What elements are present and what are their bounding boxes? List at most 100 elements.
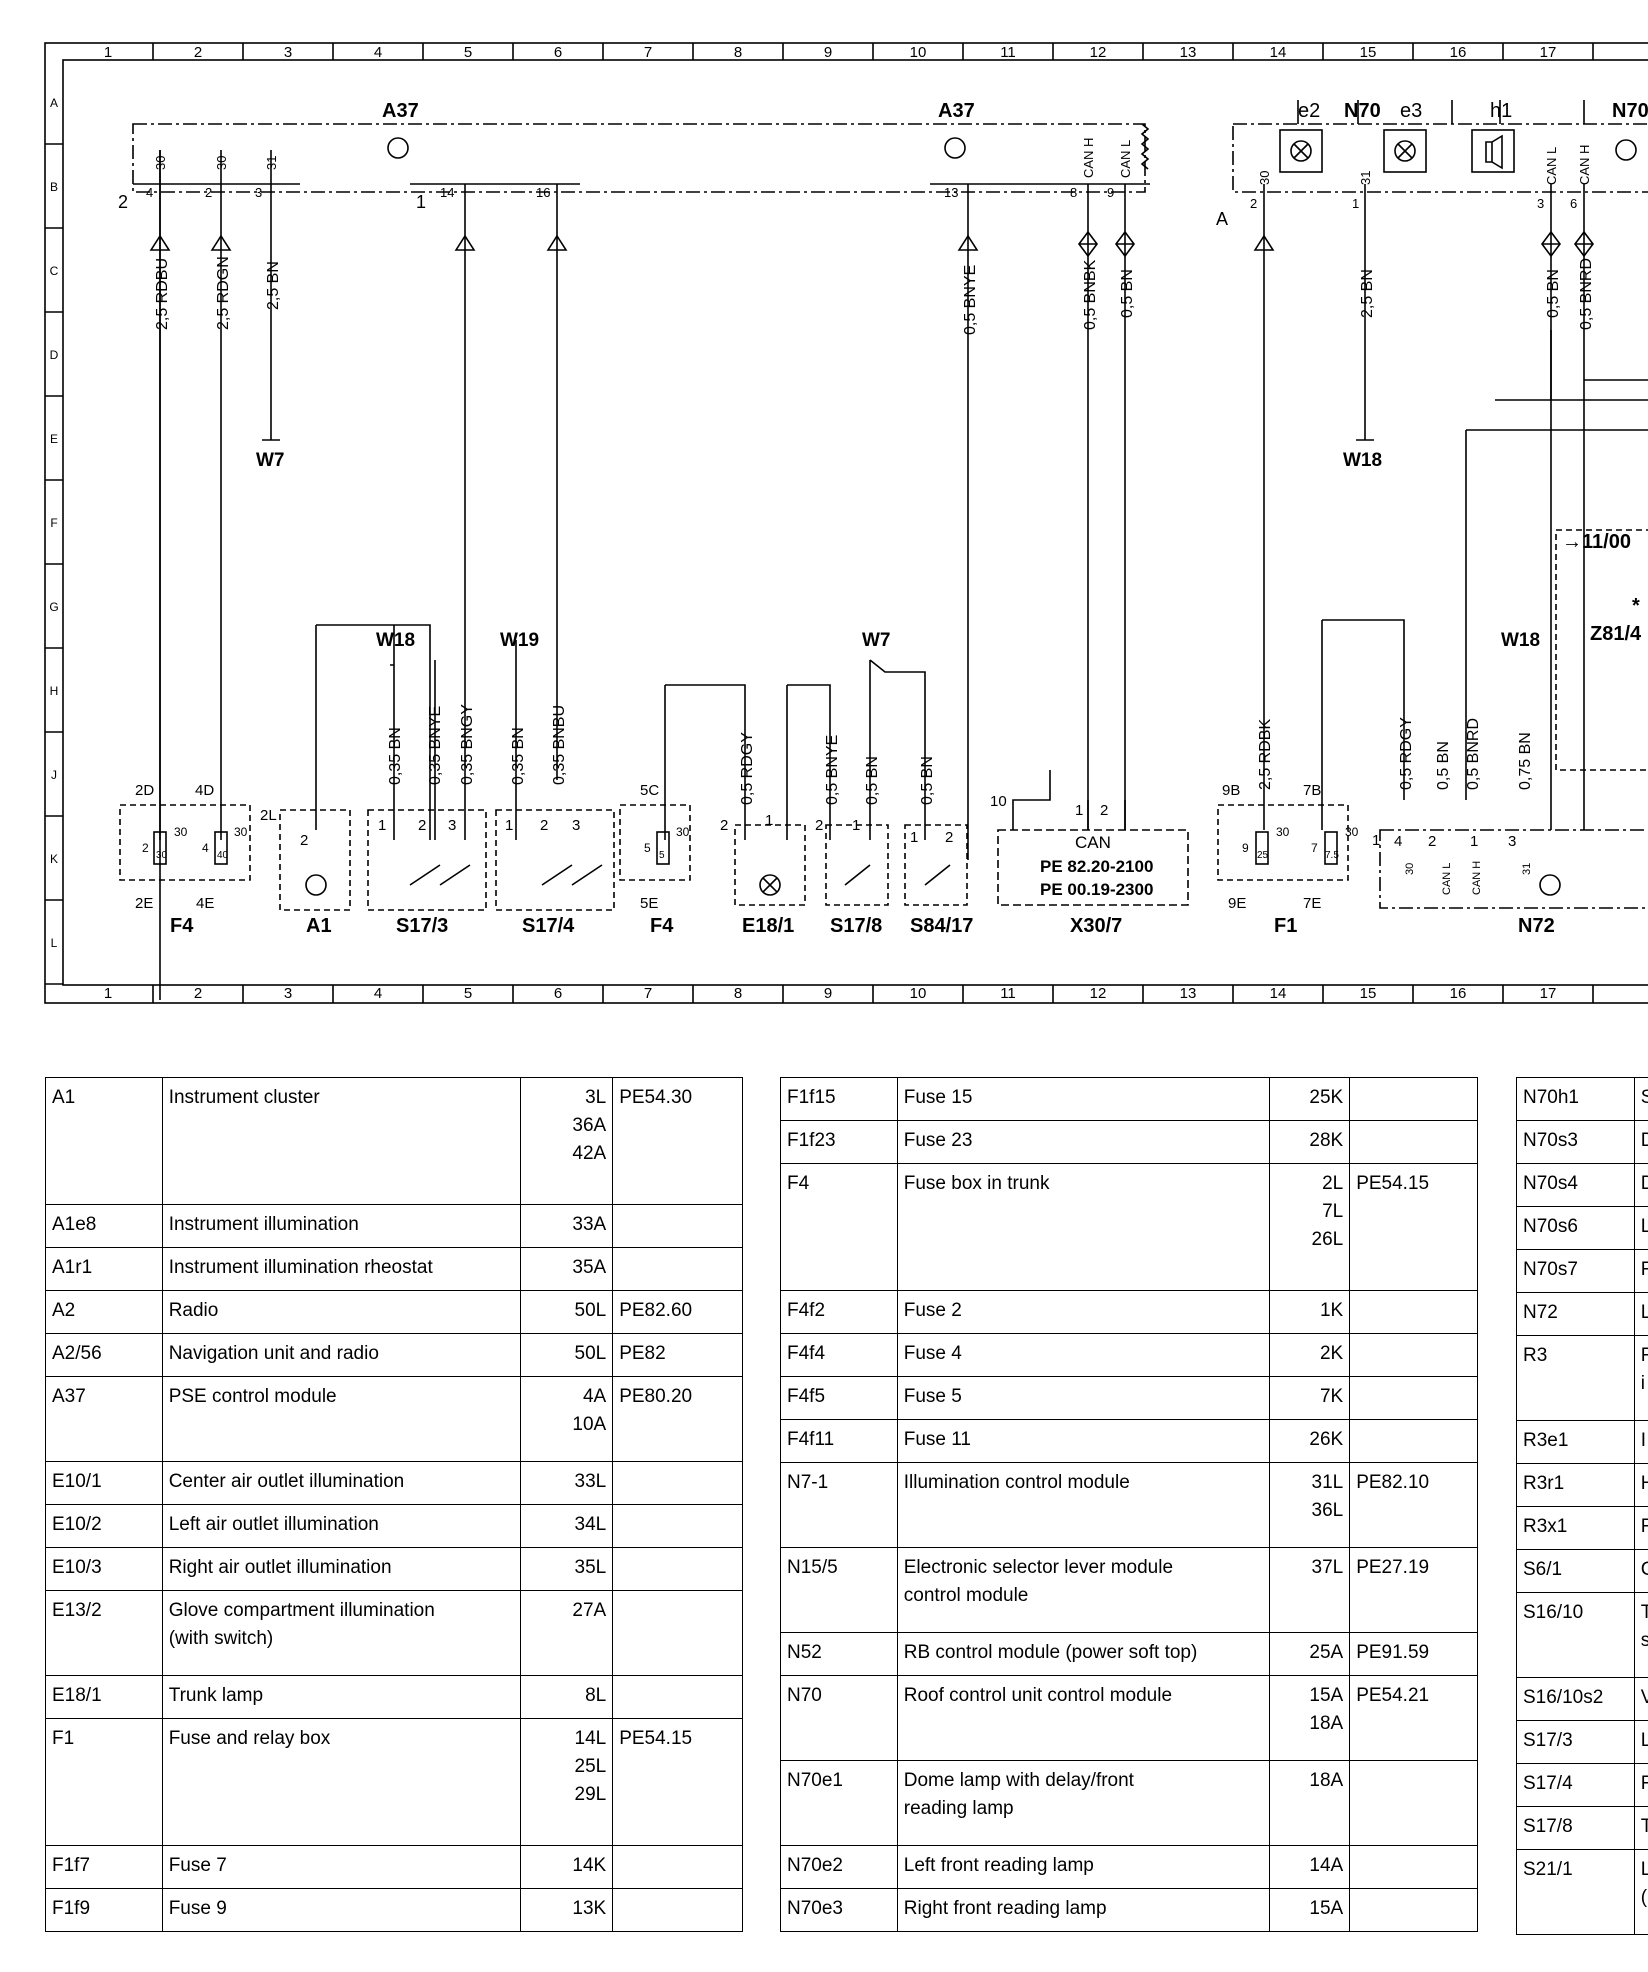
cpin: 2E [135, 895, 153, 912]
legend-desc: L [1640, 1730, 1648, 1751]
legend-cell [1349, 1760, 1478, 1846]
legend-cell: E10/3 [45, 1547, 163, 1591]
legend-id: N70e1 [787, 1770, 843, 1791]
legend-cell [1349, 1376, 1478, 1420]
legend-desc: Trunk lamp [168, 1685, 264, 1706]
legend-desc: Roof control unit control module [903, 1685, 1173, 1706]
cpin: 3 [572, 817, 580, 834]
component-label: F4 [650, 915, 674, 937]
legend-cell: L [1633, 1720, 1648, 1764]
legend-id: A1r1 [52, 1257, 93, 1278]
grid-column-label: 1 [104, 44, 112, 61]
cpin: 7 [1311, 841, 1318, 855]
component-label: A1 [306, 915, 332, 937]
legend-loc: 35L [574, 1557, 607, 1578]
legend-desc: Center air outlet illumination [168, 1471, 405, 1492]
legend-id: E10/3 [52, 1557, 102, 1578]
legend-cell: F4f4 [780, 1333, 898, 1377]
grid-row-label: A [50, 96, 58, 110]
grid-row-label: G [49, 600, 58, 614]
legend-cell: Fuse 2 [896, 1290, 1271, 1334]
cpin: 9 [1242, 841, 1249, 855]
legend-desc: Instrument illumination rheostat [168, 1257, 433, 1278]
legend-loc: 33A [572, 1214, 607, 1235]
legend-id: A2 [52, 1300, 76, 1321]
legend-id: F1f7 [52, 1855, 91, 1876]
component-label: Z81/4 [1590, 623, 1642, 645]
legend-cell: Fuse 9 [161, 1888, 522, 1932]
legend-cell [1349, 1120, 1478, 1164]
n70-e3-label: e3 [1400, 100, 1422, 122]
legend-cell: 2L 7L 26L [1269, 1163, 1351, 1291]
wire-label: 0,5 BNYE [962, 265, 979, 335]
legend-cell: PE91.59 [1349, 1632, 1478, 1676]
component-label: S17/8 [830, 915, 882, 937]
legend-id: N52 [787, 1642, 822, 1663]
legend-id: S21/1 [1523, 1859, 1573, 1880]
cpin: 1 [852, 817, 860, 834]
legend-cell: R3 [1516, 1335, 1635, 1421]
legend-ref: PE54.30 [619, 1087, 693, 1108]
legend-cell [1349, 1419, 1478, 1463]
legend-desc: T s [1640, 1602, 1648, 1651]
legend-desc: L ( [1640, 1859, 1648, 1908]
grid-column-label: 6 [554, 44, 562, 61]
grid-column-label: 4 [374, 985, 382, 1002]
legend-desc: V [1640, 1687, 1648, 1708]
legend-cell: D [1633, 1163, 1648, 1207]
cpin: 1 [505, 817, 513, 834]
legend-cell: L ( [1633, 1849, 1648, 1935]
legend-cell: Roof control unit control module [896, 1675, 1271, 1761]
pin-label: 3 [1537, 196, 1544, 211]
legend-cell: F1f23 [780, 1120, 898, 1164]
grid-column-label: 9 [824, 44, 832, 61]
legend-loc: 14K [572, 1855, 607, 1876]
legend-cell: E18/1 [45, 1675, 163, 1719]
legend-id: N70h1 [1523, 1087, 1579, 1108]
legend-desc: Left front reading lamp [903, 1855, 1094, 1876]
legend-loc: 4A 10A [572, 1386, 607, 1435]
legend-cell: F [1633, 1506, 1648, 1550]
legend-loc: 15A [1309, 1898, 1344, 1919]
legend-cell: 3L 36A 42A [520, 1077, 614, 1205]
component-label: →11/00 [1562, 531, 1631, 553]
cpin: 1 [1372, 832, 1380, 849]
legend-cell: L [1633, 1206, 1648, 1250]
cpin: 30 [1345, 825, 1359, 839]
legend-cell: 8L [520, 1675, 614, 1719]
legend-cell: N72 [1516, 1292, 1635, 1336]
n70-label: N70 [1344, 100, 1381, 122]
cpin: CAN L [1441, 863, 1453, 895]
pin-label: 9 [1107, 185, 1114, 200]
legend-desc: S [1640, 1087, 1648, 1108]
grid-column-label: 10 [910, 985, 927, 1002]
cpin: 2 [418, 817, 426, 834]
a37-connector-2-label: 2 [118, 192, 128, 212]
cpin: 1 [1075, 802, 1083, 819]
grid-column-label: 13 [1180, 985, 1197, 1002]
legend-cell: 25K [1269, 1077, 1351, 1121]
legend-id: A37 [52, 1386, 86, 1407]
grid-row-label: J [51, 768, 57, 782]
legend-cell: N70s7 [1516, 1249, 1635, 1293]
legend-desc: Fuse 15 [903, 1087, 973, 1108]
legend-cell: 13K [520, 1888, 614, 1932]
legend-cell: 2K [1269, 1333, 1351, 1377]
wire-label: 0,5 BNYE [824, 735, 841, 805]
legend-loc: 14L 25L 29L [574, 1728, 607, 1805]
legend-cell: 33L [520, 1461, 614, 1505]
legend-cell: F i [1633, 1335, 1648, 1421]
legend-id: A1e8 [52, 1214, 97, 1235]
legend-ref: PE27.19 [1356, 1557, 1430, 1578]
a37-left-label: A37 [382, 100, 419, 122]
